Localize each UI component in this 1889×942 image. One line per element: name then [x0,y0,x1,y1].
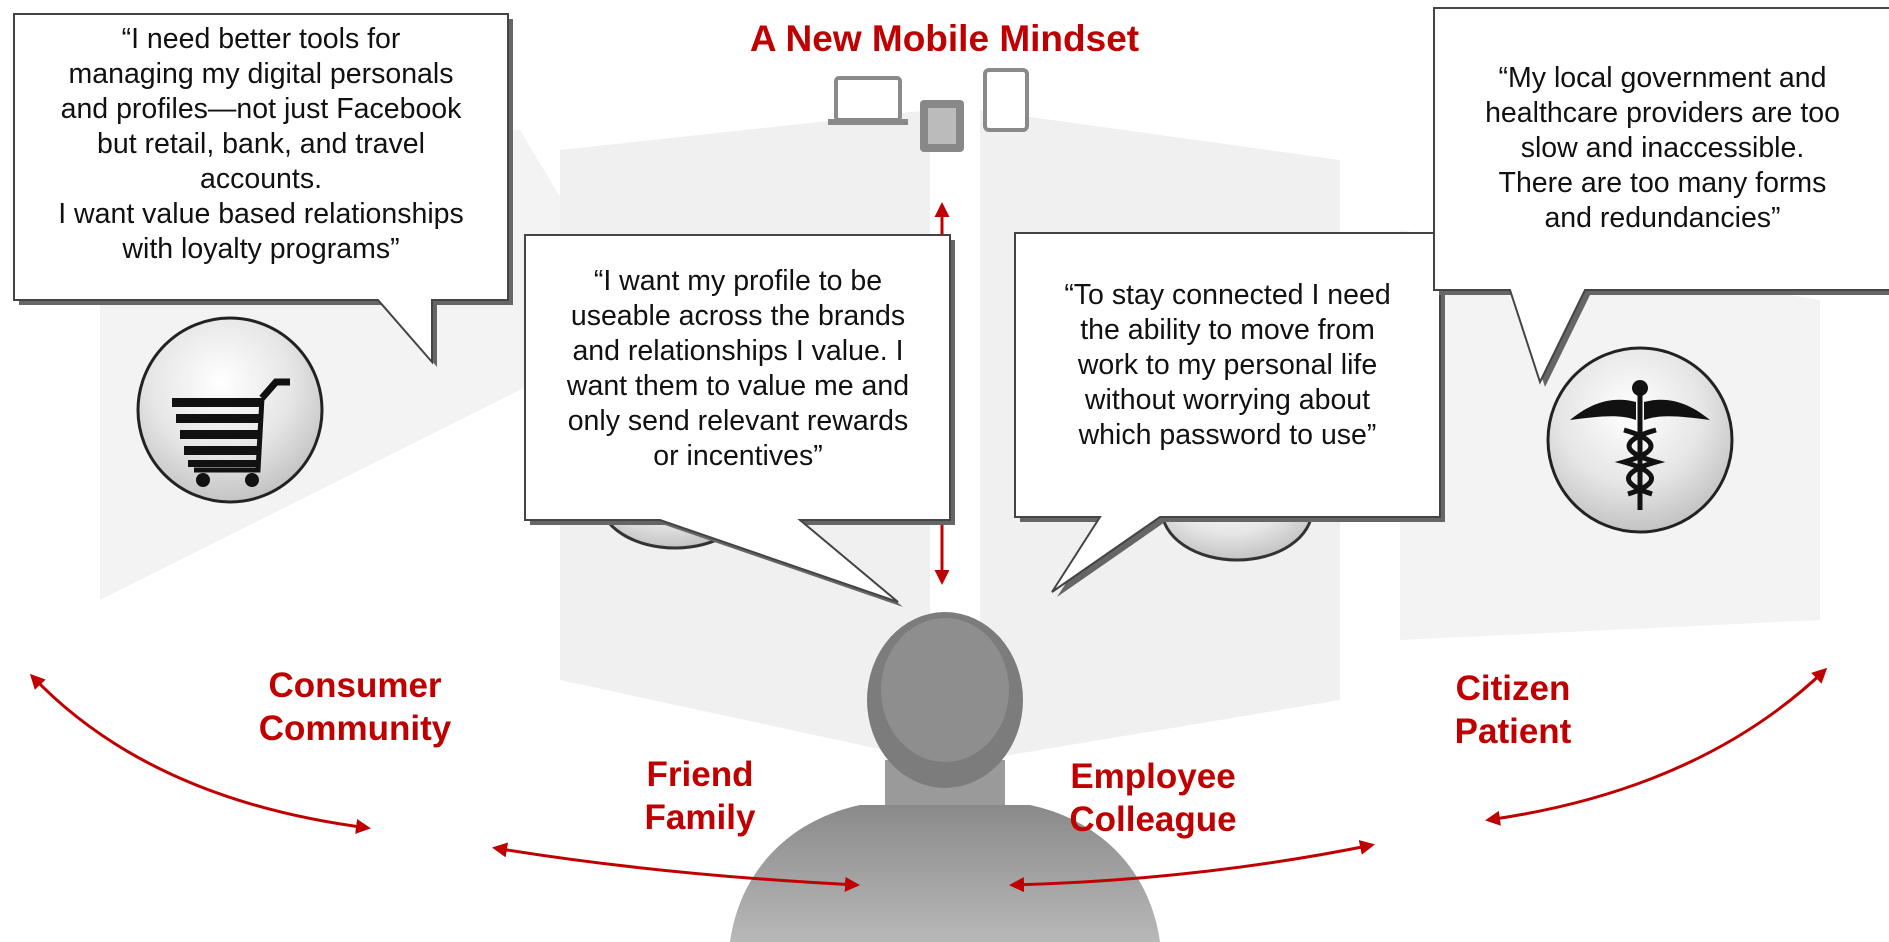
citizen-quote: “My local government and healthcare prov… [1485,62,1840,234]
person-silhouette [730,612,1160,942]
consumer-bubble [13,13,513,367]
laptop-icon [828,76,908,125]
employee-quote: “To stay connected I need the ability to… [1064,279,1391,451]
tablet-icon [983,68,1029,132]
employee-colleague-label: Employee Colleague [1069,757,1237,839]
phone-icon [920,100,964,152]
employee-arrow [1009,840,1375,893]
citizen-arrow [1485,667,1828,826]
citizen-bubble [1433,7,1889,387]
friend-arrow [492,842,860,892]
caduceus-icon [1570,380,1710,510]
health-orb [1546,346,1734,534]
shopping-cart-icon [172,378,290,487]
friend-bubble [524,234,955,607]
employee-bubble [1014,232,1445,597]
consumer-quote: “I need better tools for managing my dig… [58,23,464,265]
consumer-community-label: Consumer Community [258,666,452,748]
citizen-patient-label: Citizen Patient [1454,669,1572,751]
device-icons [828,68,1029,152]
diagram-title: A New Mobile Mindset [749,18,1140,59]
shopping-orb [136,316,324,504]
friend-family-label: Friend Family [644,755,756,837]
friend-quote: “I want my profile to be useable across … [566,265,910,472]
consumer-arrow [29,673,371,834]
